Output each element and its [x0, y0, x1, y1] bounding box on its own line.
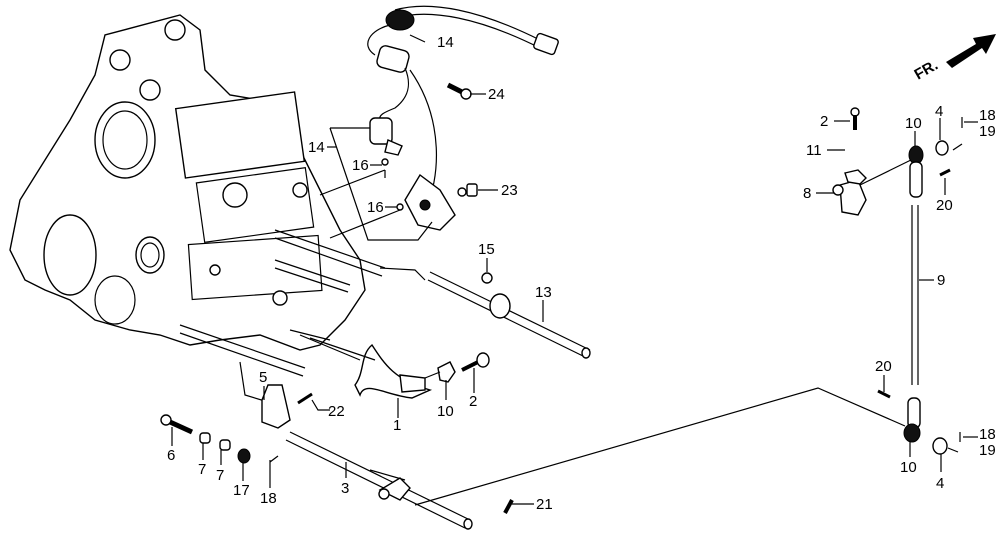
callout-14a: 10	[437, 403, 454, 420]
pin-18a	[269, 455, 279, 463]
callout-3: 3	[341, 480, 349, 497]
pin-20-top	[939, 168, 951, 177]
callout-16b: 16	[367, 199, 384, 216]
plug-23	[457, 183, 478, 197]
bolt-6	[160, 414, 194, 435]
callout-16a: 16	[352, 157, 369, 174]
clip-14-right	[844, 169, 867, 185]
callout-23: 23	[501, 182, 518, 199]
bushing-4-top	[935, 140, 949, 156]
callout-6: 6	[167, 447, 175, 464]
callout-7a: 7	[198, 461, 206, 478]
callout-18c: 18	[979, 426, 996, 443]
assembly-leader	[414, 387, 906, 506]
callout-8: 8	[803, 185, 811, 202]
callout-4a: 4	[935, 103, 943, 120]
callout-4b: 4	[936, 475, 944, 492]
callout-13: 14	[437, 34, 454, 51]
transmission-case	[9, 14, 386, 403]
callout-18b: 18	[979, 107, 996, 124]
shift-rod-11	[379, 267, 591, 359]
bushing-4-bottom	[932, 437, 948, 455]
spring-pin-21	[503, 499, 514, 514]
rod-9	[911, 205, 919, 385]
callout-24: 24	[488, 86, 505, 103]
washer-17	[237, 448, 251, 464]
callout-17: 17	[233, 482, 250, 499]
callout-22: 22	[328, 403, 345, 420]
callout-18a: 18	[260, 490, 277, 507]
bolt-2-right	[850, 107, 860, 130]
joint-8	[832, 157, 916, 216]
clip-14	[424, 361, 456, 383]
callout-7b: 7	[216, 467, 224, 484]
bushing-7b	[219, 439, 231, 451]
pin-20-bottom	[877, 389, 891, 399]
callout-11: 13	[535, 284, 552, 301]
shift-shaft-3	[285, 431, 473, 530]
callout-15: 15	[478, 241, 495, 258]
callout-14b: 11	[806, 142, 822, 159]
shift-arm-5	[261, 384, 313, 429]
callout-9: 9	[937, 272, 945, 289]
callout-19b: 19	[979, 442, 996, 459]
callouts: 14 24 14 16 16 23 15 13 1 10 2 5	[167, 34, 996, 513]
callout-20a: 20	[936, 197, 953, 214]
callout-10b: 10	[900, 459, 917, 476]
bolt-24	[446, 82, 472, 100]
callout-1: 1	[393, 417, 401, 434]
shift-fork-1	[309, 337, 433, 399]
rod-end-10-bottom	[903, 397, 921, 443]
bolt-2-lower	[461, 352, 490, 372]
front-arrow-icon	[946, 34, 996, 68]
callout-5: 5	[259, 369, 267, 386]
front-direction-indicator: FR.	[912, 34, 996, 84]
callout-2b: 2	[820, 113, 828, 130]
bushing-7a	[199, 432, 211, 444]
callout-21: 21	[536, 496, 553, 513]
rod-end-10-top	[908, 145, 924, 198]
front-label: FR.	[912, 57, 941, 84]
callout-2a: 2	[469, 393, 477, 410]
callout-19a: 19	[979, 123, 996, 140]
callout-20b: 20	[875, 358, 892, 375]
callout-12: 14	[308, 139, 325, 156]
sensor-harness	[319, 5, 559, 241]
callout-10a: 10	[905, 115, 922, 132]
